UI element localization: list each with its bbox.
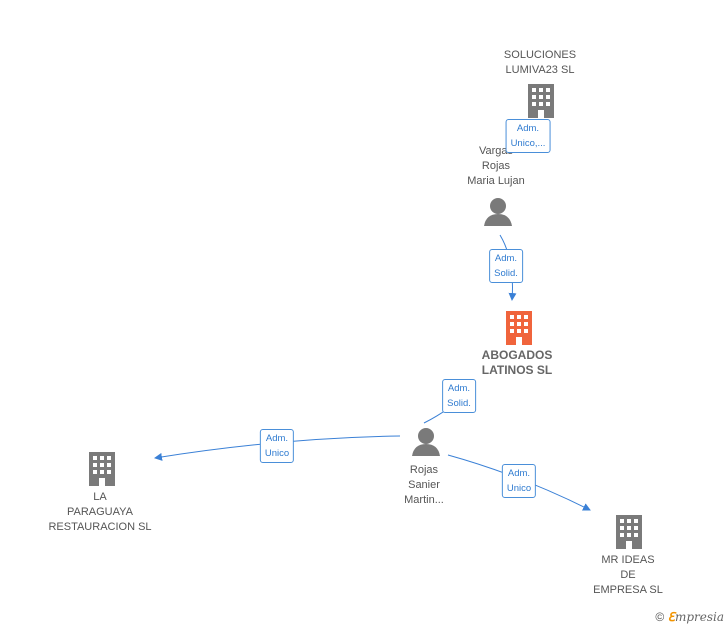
building-icon[interactable]	[89, 452, 115, 486]
building-icon[interactable]	[616, 515, 642, 549]
empresia-watermark: © ℇmpresia	[655, 610, 724, 624]
edge-label-rojas-mrideas: Adm. Unico	[501, 464, 537, 498]
edge-label-rojas-paraguaya: Adm. Unico	[259, 429, 295, 463]
brand-logo-e: ℇ	[667, 610, 675, 624]
person-icon[interactable]	[484, 198, 512, 226]
main-building-icon[interactable]	[506, 311, 532, 345]
edge-label-vargas-soluciones: Adm. Unico,...	[505, 119, 551, 153]
building-icon[interactable]	[528, 84, 554, 118]
node-label-soluciones[interactable]: SOLUCIONES LUMIVA23 SL	[503, 49, 577, 76]
edge-label-vargas-abogados: Adm. Solid.	[489, 249, 523, 283]
node-label-vargas[interactable]: Vargas Rojas Maria Lujan	[467, 145, 525, 187]
brand-name: mpresia	[674, 610, 724, 624]
node-label-paraguaya[interactable]: LA PARAGUAYA RESTAURACION SL	[48, 491, 152, 533]
node-label-rojas[interactable]: Rojas Sanier Martin...	[404, 464, 444, 506]
node-label-mrideas[interactable]: MR IDEAS DE EMPRESA SL	[593, 554, 663, 596]
edge-label-rojas-abogados: Adm. Solid.	[442, 379, 476, 413]
node-label-abogados[interactable]: ABOGADOS LATINOS SL	[481, 348, 553, 377]
copyright-symbol: ©	[655, 610, 665, 624]
person-icon[interactable]	[412, 428, 440, 456]
